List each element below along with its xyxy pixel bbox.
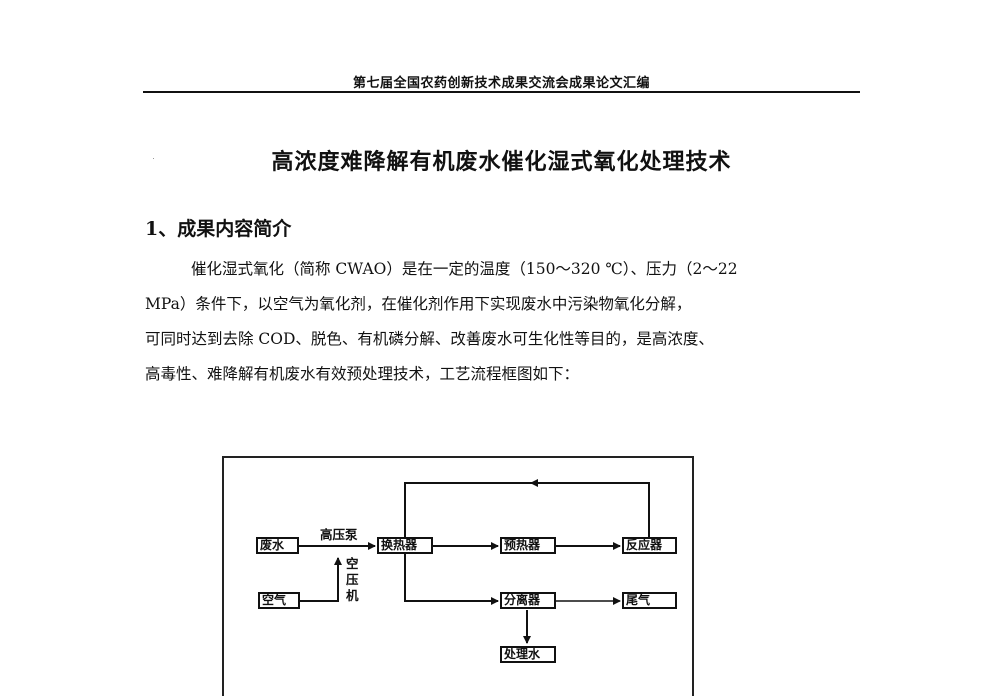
- scan-speck: [153, 158, 154, 159]
- label-high-pressure-pump: 高压泵: [320, 527, 358, 542]
- box-wastewater: 废水: [256, 537, 299, 554]
- box-preheater: 预热器: [500, 537, 556, 554]
- process-flow-diagram: 废水 空气 换热器 预热器 反应器 分离器 尾气 处理水 高压泵 空压机: [222, 456, 694, 696]
- paragraph-line: 可同时达到去除 COD、脱色、有机磷分解、改善废水可生化性等目的，是高浓度、: [145, 330, 714, 348]
- box-tail-gas: 尾气: [622, 592, 677, 609]
- paragraph-line: MPa）条件下，以空气为氧化剂，在催化剂作用下实现废水中污染物氧化分解，: [145, 295, 692, 313]
- box-treated-water: 处理水: [500, 646, 556, 663]
- header-rule: [143, 91, 860, 93]
- box-heat-exchanger: 换热器: [377, 537, 433, 554]
- intro-paragraph: 催化湿式氧化（简称 CWAO）是在一定的温度（150～320 ℃）、压力（2～2…: [145, 252, 860, 392]
- label-air-compressor: 空压机: [346, 556, 359, 603]
- section-heading: 1、成果内容简介: [145, 218, 292, 240]
- running-header: 第七届全国农药创新技术成果交流会成果论文汇编: [352, 76, 650, 91]
- box-reactor: 反应器: [622, 537, 677, 554]
- paragraph-line: 催化湿式氧化（简称 CWAO）是在一定的温度（150～320 ℃）、压力（2～2…: [191, 260, 738, 278]
- flow-arrows: [294, 479, 650, 644]
- box-air: 空气: [258, 592, 300, 609]
- page-title: 高浓度难降解有机废水催化湿式氧化处理技术: [271, 149, 732, 175]
- box-separator: 分离器: [500, 592, 556, 609]
- paragraph-line: 高毒性、难降解有机废水有效预处理技术，工艺流程框图如下：: [145, 365, 580, 383]
